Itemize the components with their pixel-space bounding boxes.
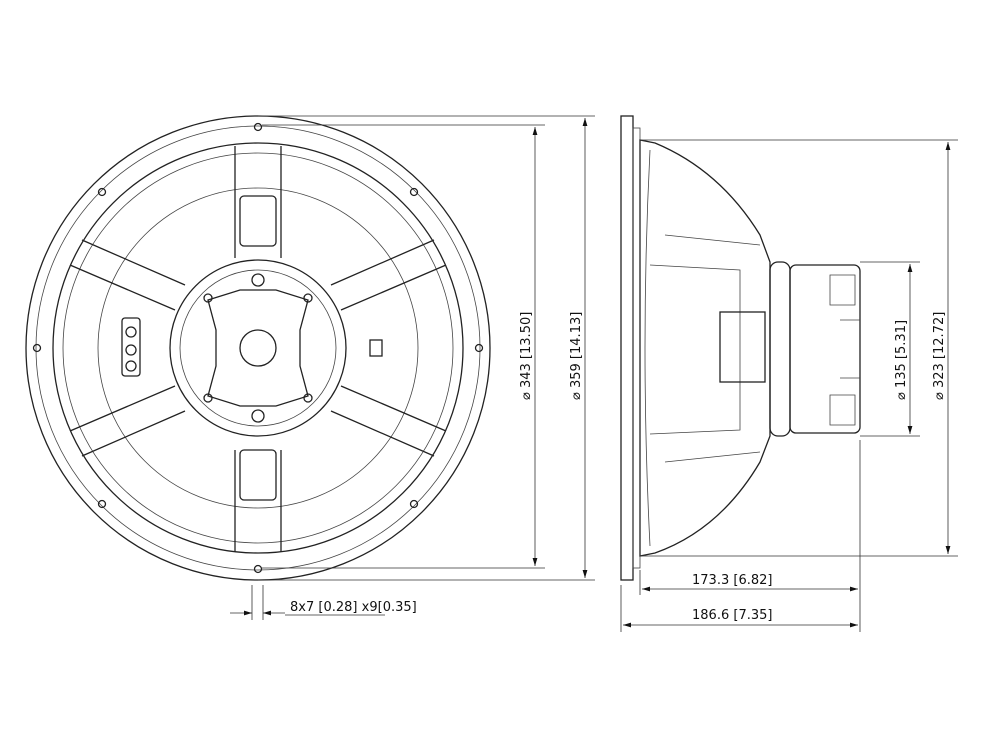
basket-inner-ring	[62, 152, 454, 544]
mounting-hole-label: 8x7 [0.28] x9[0.35]	[290, 600, 417, 615]
magnet-outer	[169, 259, 347, 437]
basket-window-outline	[644, 149, 741, 547]
basket-spokes	[69, 146, 447, 552]
basket-rim	[52, 142, 464, 554]
vent-hole	[239, 329, 277, 367]
magnet-profile	[789, 264, 861, 434]
basket-rib-lines	[664, 234, 761, 463]
pole-plate	[207, 289, 309, 407]
cutout-diameter-label: ⌀ 323 [12.72]	[932, 312, 947, 400]
bolt-circle-label: ⌀ 343 [13.50]	[519, 312, 534, 400]
basket-profile	[639, 139, 771, 557]
mounting-depth-label: 173.3 [6.82]	[692, 573, 772, 588]
magnet-diameter-label: ⌀ 135 [5.31]	[894, 320, 909, 400]
mounting-holes	[32, 122, 484, 574]
outer-flange	[25, 115, 491, 581]
side-dimensions: ⌀ 135 [5.31] ⌀ 323 [12.72] 173.3 [6.82] …	[620, 139, 958, 632]
gasket-profile	[632, 127, 641, 569]
front-view	[25, 115, 491, 581]
front-dimensions: ⌀ 343 [13.50] ⌀ 359 [14.13] 8x7 [0.28] x…	[230, 115, 595, 620]
outer-diameter-label: ⌀ 359 [14.13]	[569, 312, 584, 400]
terminals	[121, 317, 383, 377]
flange-inner-ring	[35, 125, 481, 571]
top-plate	[769, 261, 791, 437]
flange-profile	[620, 115, 634, 581]
overall-depth-label: 186.6 [7.35]	[692, 608, 772, 623]
cone-ring	[97, 187, 419, 509]
pole-plate-screws	[203, 273, 313, 423]
magnet-inner	[179, 269, 337, 427]
side-terminals	[719, 311, 766, 383]
side-view	[620, 115, 861, 581]
magnet-cooling-fins	[829, 274, 860, 426]
